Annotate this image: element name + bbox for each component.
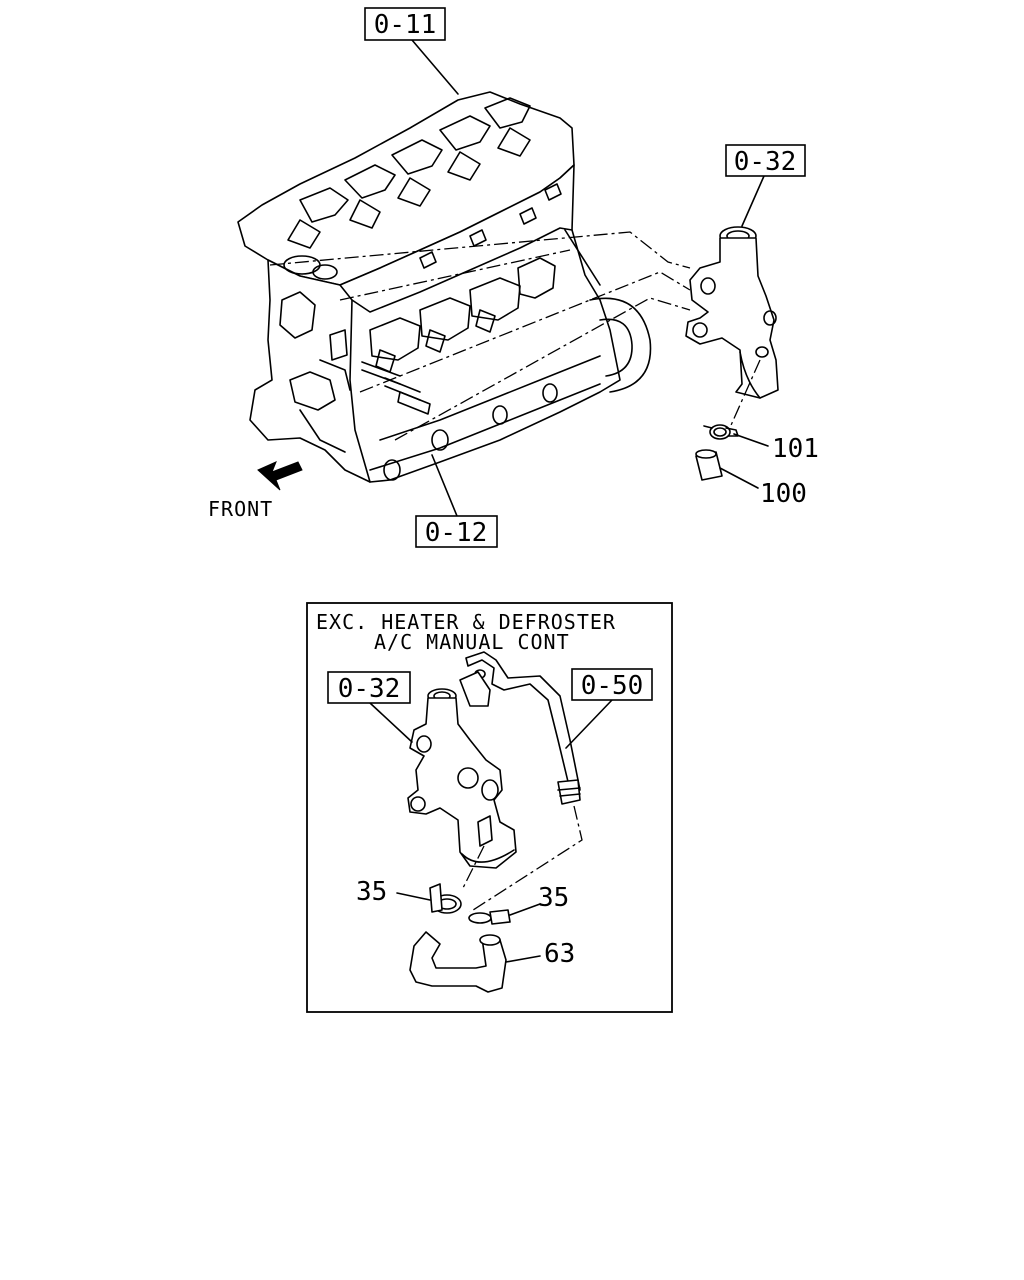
engine-block: [237, 91, 652, 483]
svg-text:0-11: 0-11: [374, 10, 437, 40]
svg-text:0-32: 0-32: [338, 674, 401, 704]
inset-title-line1: EXC. HEATER & DEFROSTER: [316, 610, 616, 634]
inset-title-line2: A/C MANUAL CONT: [374, 630, 570, 654]
routing-lines: [269, 231, 691, 441]
part-number-35-right: 35: [538, 883, 569, 913]
svg-text:0-50: 0-50: [581, 671, 644, 701]
ref-box-thermostat-housing: 0-32: [725, 144, 806, 177]
water-pipe: [459, 651, 583, 913]
ref-box-inset-pipe: 0-50: [571, 668, 653, 701]
hose-63: [409, 931, 541, 993]
front-arrow-icon: [257, 461, 303, 491]
ref-box-inset-thermostat-housing: 0-32: [327, 671, 411, 704]
clamp-35-left: [396, 883, 462, 914]
front-label: FRONT: [208, 497, 273, 521]
thermostat-housing-inset: [407, 688, 517, 891]
clip-101: [703, 424, 769, 447]
svg-text:0-32: 0-32: [734, 147, 797, 177]
part-number-63: 63: [544, 939, 575, 969]
part-number-100: 100: [760, 479, 807, 509]
svg-text:0-12: 0-12: [425, 518, 488, 548]
hose-100: [695, 449, 759, 489]
part-number-101: 101: [772, 434, 819, 464]
part-number-35-left: 35: [356, 877, 387, 907]
ref-box-engine-block: 0-11: [364, 7, 446, 41]
thermostat-housing-top: [685, 226, 779, 433]
inset-panel: EXC. HEATER & DEFROSTER A/C MANUAL CONT: [306, 602, 673, 1013]
clamp-35-right: [468, 903, 541, 925]
ref-box-oil-pan: 0-12: [415, 515, 498, 548]
